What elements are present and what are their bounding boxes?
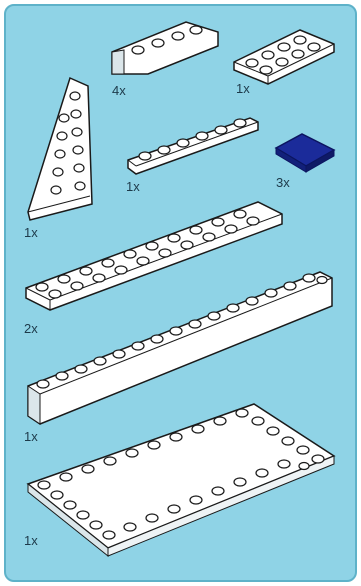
tile-2x2-blue-quantity: 3x	[276, 176, 290, 189]
wedge-plate-quantity: 1x	[24, 226, 38, 239]
plate-2x10	[26, 202, 282, 310]
brick-1x16-quantity: 1x	[24, 430, 38, 443]
tile-plate-6x10	[28, 404, 334, 556]
slope-brick	[112, 22, 218, 74]
plate-1x6-quantity: 1x	[126, 180, 140, 193]
plate-1x6	[128, 118, 258, 174]
tile-plate-6x10-quantity: 1x	[24, 534, 38, 547]
plate-2x10-quantity: 2x	[24, 322, 38, 335]
plate-2x4-quantity: 1x	[236, 82, 250, 95]
tile-2x2-blue	[276, 134, 334, 172]
plate-2x4	[234, 30, 334, 84]
wedge-plate	[28, 78, 92, 220]
slope-brick-quantity: 4x	[112, 84, 126, 97]
